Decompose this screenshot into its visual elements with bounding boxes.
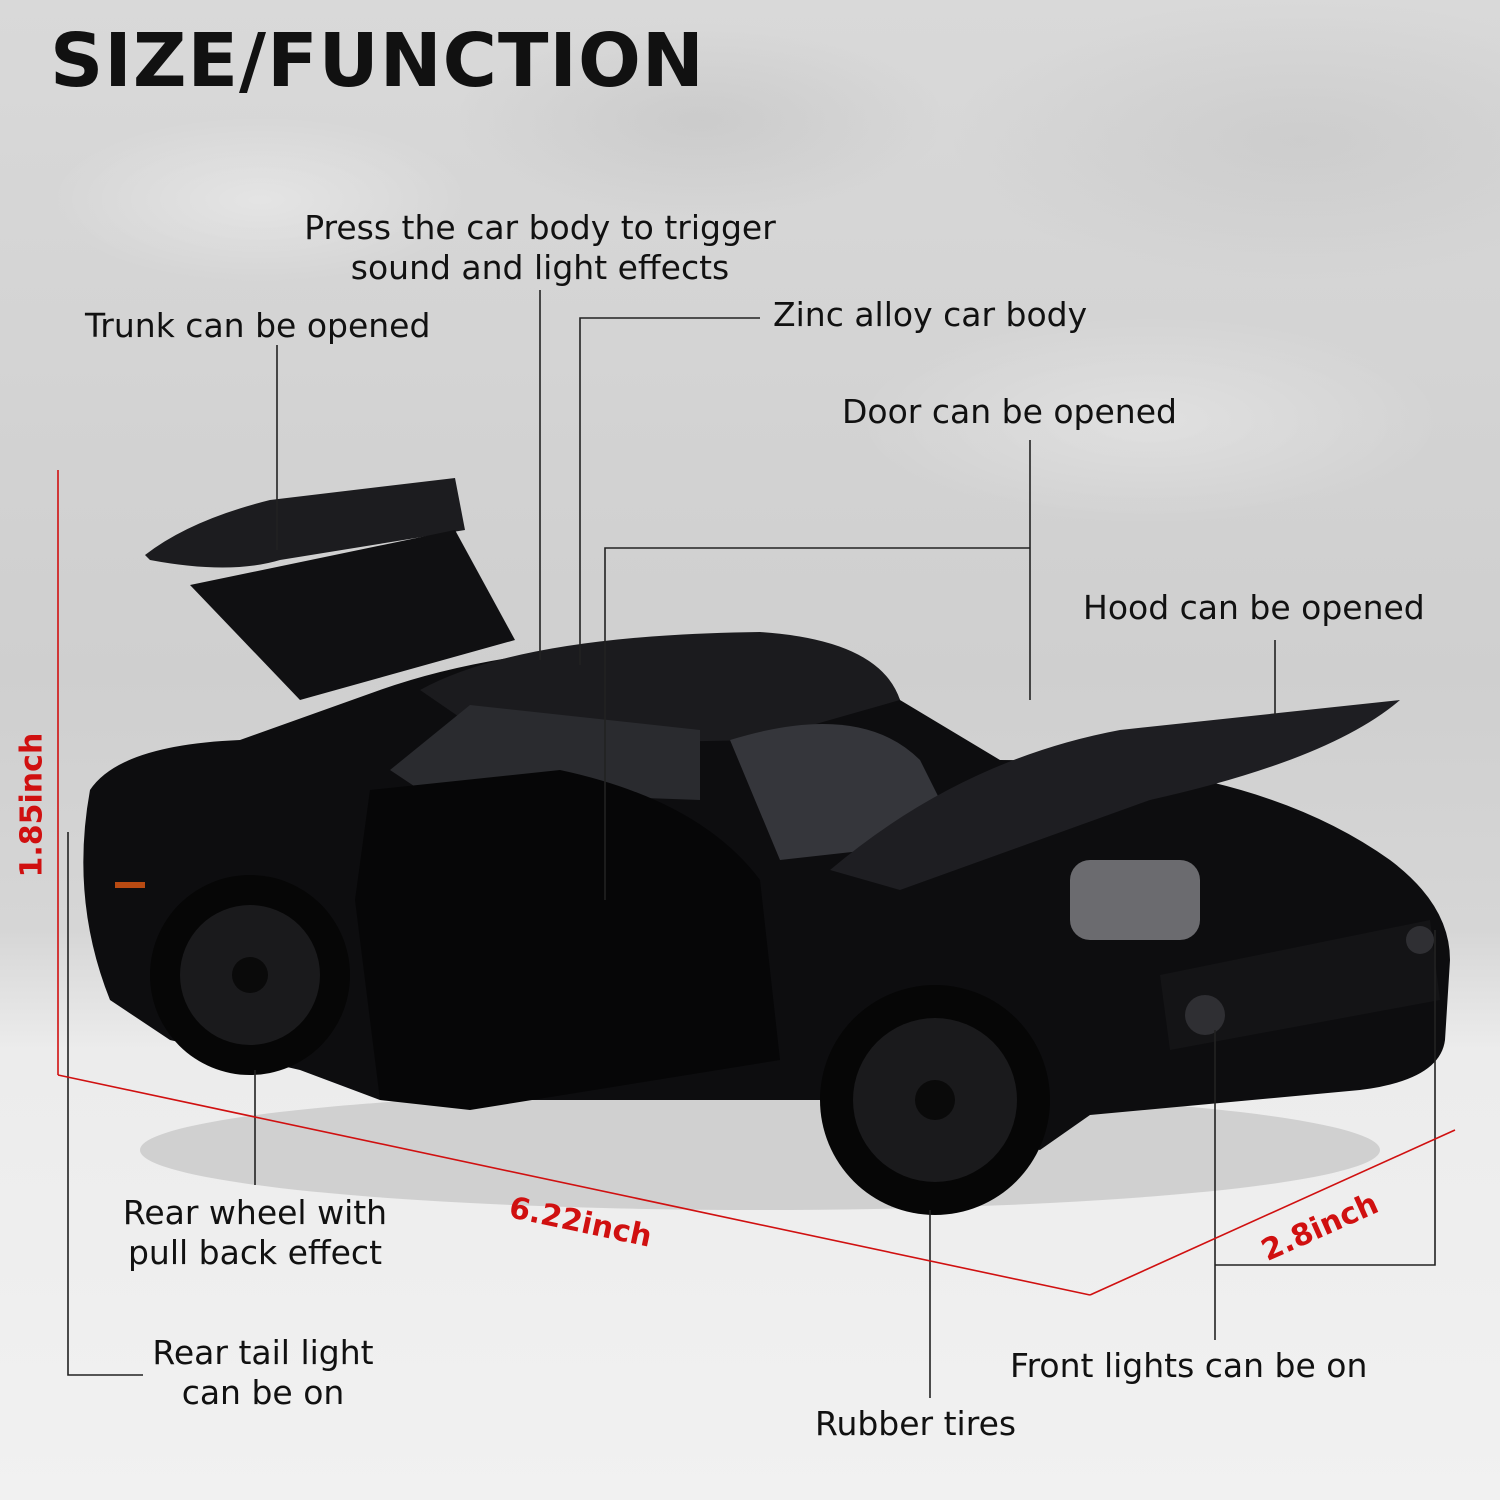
label-trunk: Trunk can be opened [85, 306, 431, 345]
label-tail-light: Rear tail light can be on [128, 1333, 398, 1413]
label-rear-wheel-line2: pull back effect [127, 1233, 383, 1272]
label-press-body-line1: Press the car body to trigger [304, 208, 776, 247]
label-zinc-body: Zinc alloy car body [773, 295, 1088, 334]
label-rear-wheel: Rear wheel with pull back effect [95, 1193, 415, 1273]
label-tail-light-line1: Rear tail light [152, 1333, 374, 1372]
label-rubber-tires: Rubber tires [815, 1404, 1017, 1443]
label-hood: Hood can be opened [1083, 588, 1425, 627]
label-press-body-line2: sound and light effects [350, 248, 730, 287]
label-tail-light-line2: can be on [181, 1373, 345, 1412]
label-rear-wheel-line1: Rear wheel with [122, 1193, 388, 1232]
dimension-height: 1.85inch [14, 732, 50, 878]
label-door: Door can be opened [842, 392, 1177, 431]
page-title: SIZE/FUNCTION [50, 18, 705, 104]
label-press-body: Press the car body to trigger sound and … [270, 208, 810, 288]
label-front-lights: Front lights can be on [1010, 1346, 1368, 1385]
